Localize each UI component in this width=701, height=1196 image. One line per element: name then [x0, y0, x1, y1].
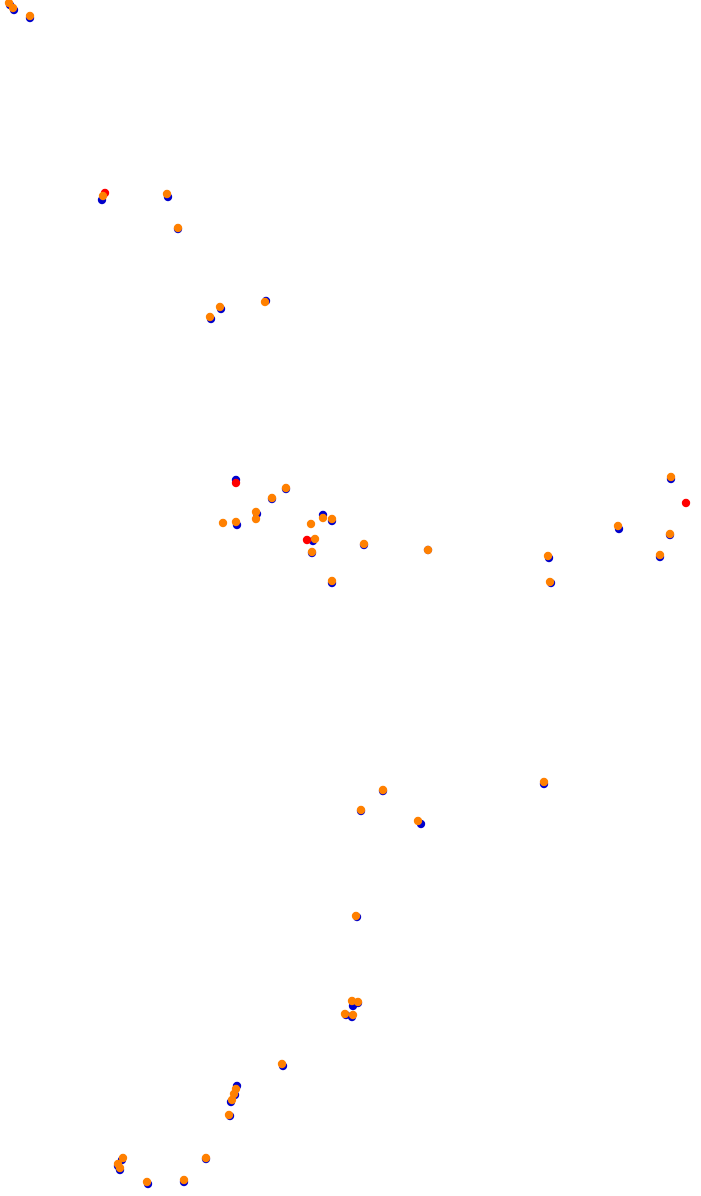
- data-point: [201, 1153, 211, 1163]
- data-point: [348, 1010, 358, 1020]
- data-point: [359, 539, 369, 549]
- data-point: [543, 551, 553, 561]
- data-point: [179, 1175, 189, 1185]
- data-point: [423, 545, 433, 555]
- data-point: [318, 513, 328, 523]
- data-point: [327, 514, 337, 524]
- data-point: [25, 11, 35, 21]
- series-2: [4, 0, 676, 1187]
- data-point: [539, 777, 549, 787]
- data-point: [251, 507, 261, 517]
- data-point: [327, 576, 337, 586]
- data-point: [351, 911, 361, 921]
- data-point: [613, 521, 623, 531]
- data-point: [251, 514, 261, 524]
- data-point: [310, 534, 320, 544]
- data-point: [413, 816, 423, 826]
- data-point: [307, 547, 317, 557]
- data-point: [231, 517, 241, 527]
- scatter-marks: [4, 0, 691, 1189]
- data-point: [205, 312, 215, 322]
- data-point: [227, 1095, 237, 1105]
- data-point: [356, 805, 366, 815]
- data-point: [302, 535, 312, 545]
- data-point: [378, 785, 388, 795]
- data-point: [115, 1163, 125, 1173]
- data-point: [681, 498, 691, 508]
- data-point: [340, 1009, 350, 1019]
- data-point: [231, 478, 241, 488]
- data-point: [260, 297, 270, 307]
- data-point: [162, 189, 172, 199]
- data-point: [218, 518, 228, 528]
- data-point: [655, 550, 665, 560]
- data-point: [224, 1110, 234, 1120]
- data-point: [173, 223, 183, 233]
- data-point: [665, 529, 675, 539]
- data-point: [98, 191, 108, 201]
- data-point: [118, 1153, 128, 1163]
- data-point: [281, 483, 291, 493]
- data-point: [666, 472, 676, 482]
- data-point: [545, 577, 555, 587]
- data-point: [142, 1177, 152, 1187]
- data-point: [306, 519, 316, 529]
- data-point: [353, 997, 363, 1007]
- data-point: [277, 1059, 287, 1069]
- data-point: [267, 493, 277, 503]
- data-point: [215, 302, 225, 312]
- data-point: [8, 3, 18, 13]
